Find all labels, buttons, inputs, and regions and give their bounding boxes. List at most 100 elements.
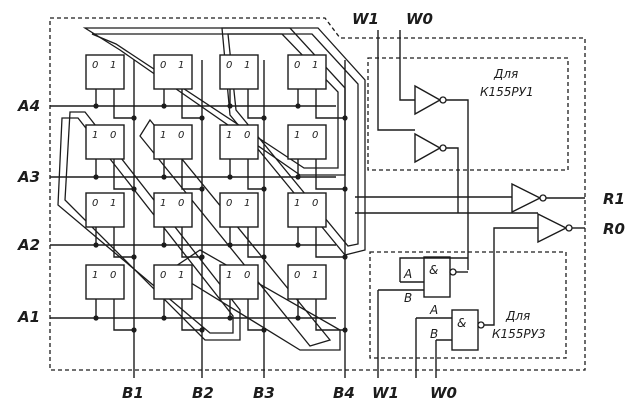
cell-data-stub — [315, 159, 345, 190]
junction-dot — [227, 242, 233, 248]
memory-cell-bit-right: 0 — [244, 130, 250, 141]
memory-cell-bit-left: 0 — [160, 60, 166, 71]
memory-cell — [219, 264, 259, 300]
memory-cell-bit-left: 1 — [160, 130, 166, 141]
memory-cell-bit-right: 0 — [110, 130, 116, 141]
memory-cell — [153, 124, 193, 160]
memory-cell-bit-left: 1 — [226, 270, 232, 281]
junction-dot — [261, 254, 267, 260]
junction-dot — [199, 327, 205, 333]
gate-lower-output-wire — [484, 227, 538, 326]
memory-cell-bit-right: 1 — [312, 270, 318, 281]
memory-cell-bit-right: 1 — [178, 60, 184, 71]
memory-cell-bit-left: 0 — [160, 270, 166, 281]
junction-dot — [295, 103, 301, 109]
memory-cell-bit-left: 0 — [294, 60, 300, 71]
memory-cell-bit-left: 0 — [226, 198, 232, 209]
top-input-w1-label: W1 — [352, 10, 379, 28]
gate-lower-in-a — [415, 317, 452, 378]
memory-cell-bit-right: 1 — [312, 60, 318, 71]
memory-cell-bit-right: 1 — [244, 198, 250, 209]
junction-dot — [131, 327, 137, 333]
memory-cell-bit-right: 1 — [110, 198, 116, 209]
memory-cell-bit-right: 0 — [312, 198, 318, 209]
junction-dot — [342, 254, 348, 260]
panel-ru3-chip: К155РУ3 — [492, 327, 546, 341]
row-label-a3: A3 — [17, 168, 40, 186]
junction-dot — [199, 186, 205, 192]
column-label-b2: B2 — [192, 384, 214, 402]
junction-dot — [93, 315, 99, 321]
panel-ru1-chip: К155РУ1 — [480, 85, 534, 99]
memory-cell-bit-right: 1 — [178, 270, 184, 281]
junction-dot — [199, 254, 205, 260]
junction-dot — [227, 103, 233, 109]
memory-cell — [153, 192, 193, 228]
junction-dot — [342, 327, 348, 333]
memory-cell — [219, 54, 259, 90]
cell-data-stub — [247, 89, 264, 119]
output-amplifier-r1 — [511, 182, 542, 214]
memory-cell-bit-left: 0 — [92, 198, 98, 209]
memory-cell-bit-right: 0 — [110, 270, 116, 281]
memory-cell-bit-right: 0 — [178, 130, 184, 141]
row-label-a4: A4 — [17, 97, 40, 115]
output-amplifier-r1-ring — [539, 194, 547, 202]
cell-data-stub — [181, 159, 202, 190]
junction-dot — [161, 242, 167, 248]
memory-cell — [219, 192, 259, 228]
memory-cell-bit-left: 1 — [92, 270, 98, 281]
junction-dot — [295, 174, 301, 180]
junction-dot — [93, 242, 99, 248]
cell-data-stub — [247, 159, 264, 190]
cell-data-stub — [247, 299, 264, 331]
output-label-r0: R0 — [603, 220, 625, 238]
and-gate-lower-input-a: A — [429, 303, 438, 317]
wire-loop — [64, 111, 241, 341]
column-label-b3: B3 — [253, 384, 275, 402]
and-gate-lower-inversion — [477, 321, 485, 329]
bottom-input-w1-label: W1 — [372, 384, 399, 402]
memory-cell-bit-left: 1 — [294, 198, 300, 209]
junction-dot — [161, 103, 167, 109]
wire-loop — [139, 118, 332, 347]
wire-loop — [227, 33, 359, 247]
ru1-lower-output-wire — [446, 147, 459, 213]
row-label-a1: A1 — [17, 308, 40, 326]
junction-dot — [261, 115, 267, 121]
ru1-driver-upper — [414, 84, 442, 116]
memory-cell — [219, 124, 259, 160]
junction-dot — [131, 254, 137, 260]
wire-loop — [57, 117, 234, 334]
memory-cell-bit-left: 1 — [226, 130, 232, 141]
cell-data-stub — [181, 89, 202, 119]
wire-loop — [221, 27, 366, 256]
and-gate-upper-input-b: B — [404, 291, 412, 305]
memory-cell — [153, 54, 193, 90]
and-gate-upper-inversion — [449, 268, 457, 276]
junction-dot — [131, 186, 137, 192]
and-gate-upper-input-a: A — [403, 267, 412, 281]
column-label-b4: B4 — [333, 384, 355, 402]
memory-cell — [153, 264, 193, 300]
junction-dot — [131, 115, 137, 121]
memory-cell-bit-left: 0 — [92, 60, 98, 71]
junction-dot — [93, 174, 99, 180]
junction-dot — [295, 242, 301, 248]
cell-data-stub — [315, 89, 345, 119]
memory-cell-bit-right: 1 — [110, 60, 116, 71]
memory-cell-bit-left: 0 — [294, 270, 300, 281]
cell-data-stub — [181, 227, 202, 258]
memory-cell — [85, 192, 125, 228]
cell-data-stub — [181, 299, 202, 331]
memory-cell — [287, 124, 327, 160]
row-label-a2: A2 — [17, 236, 40, 254]
junction-dot — [227, 315, 233, 321]
panel-ru1-title: Для — [493, 67, 518, 81]
memory-cell — [287, 54, 327, 90]
junction-dot — [295, 315, 301, 321]
output-amplifier-r0 — [537, 212, 568, 244]
memory-cell-bit-right: 0 — [178, 198, 184, 209]
memory-cell-bit-right: 1 — [244, 60, 250, 71]
